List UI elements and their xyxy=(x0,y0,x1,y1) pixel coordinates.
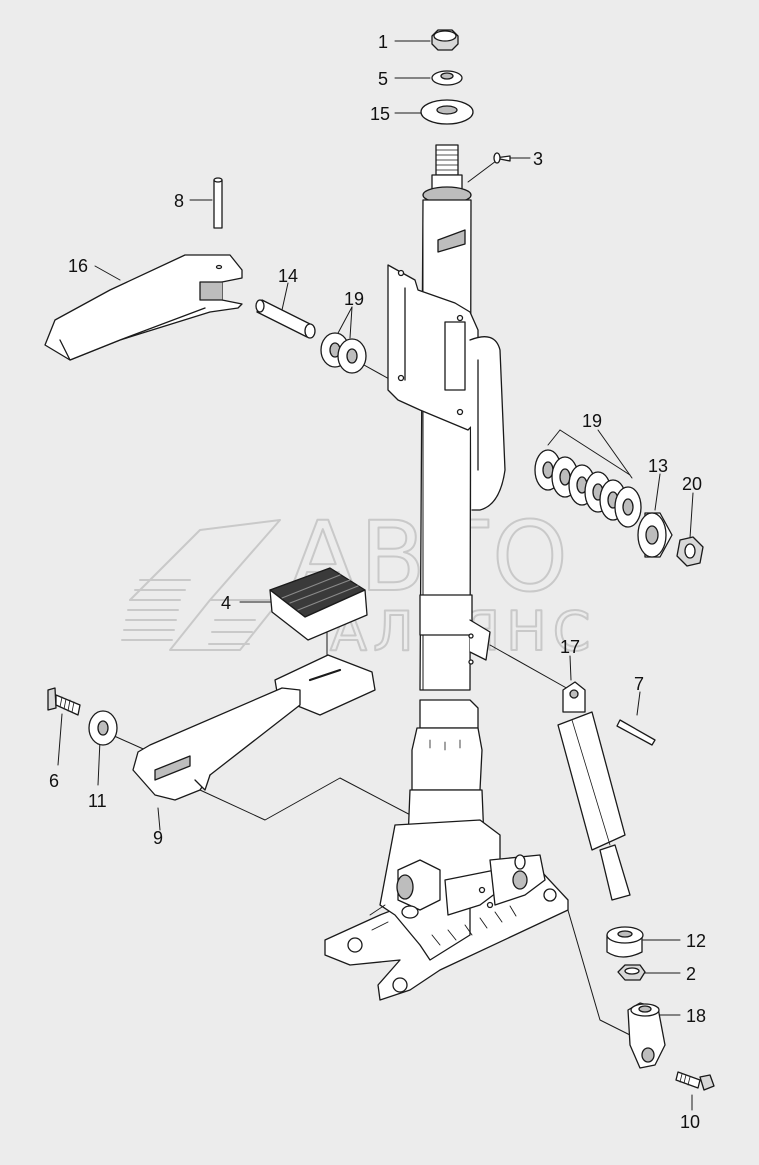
part-12-bushing xyxy=(606,926,644,958)
part-15-washer xyxy=(420,99,474,125)
callout-17: 17 xyxy=(560,637,580,657)
callout-8: 8 xyxy=(174,191,184,211)
callout-18: 18 xyxy=(686,1006,706,1026)
part-16-handle xyxy=(44,254,243,361)
callout-14: 14 xyxy=(278,266,298,286)
leader-lines xyxy=(57,40,694,1111)
part-10-bolt xyxy=(675,1071,715,1091)
callout-19-lower: 19 xyxy=(582,411,602,431)
callout-10: 10 xyxy=(680,1112,700,1132)
callout-labels: 1 5 15 3 8 16 14 19 19 13 20 4 17 7 6 11… xyxy=(49,32,706,1132)
part-20-nut xyxy=(676,536,704,567)
watermark-logo: АВТО АЛЬЯНС xyxy=(121,500,591,664)
part-18-clevis xyxy=(627,1002,666,1069)
part-3-pin xyxy=(493,152,511,164)
part-6-bolt xyxy=(47,687,81,716)
callout-11: 11 xyxy=(88,791,107,811)
part-19-washer-stack xyxy=(534,449,642,528)
part-1-nut xyxy=(431,29,459,51)
callout-15: 15 xyxy=(370,104,390,124)
callout-3: 3 xyxy=(533,149,543,169)
callout-7: 7 xyxy=(634,674,644,694)
callout-2: 2 xyxy=(686,964,696,984)
part-11-washer xyxy=(88,710,118,746)
part-steering-column xyxy=(387,144,506,841)
part-7-pin xyxy=(616,719,656,746)
callout-9: 9 xyxy=(153,828,163,848)
part-14-axle-pin xyxy=(255,299,316,339)
callout-4: 4 xyxy=(221,593,231,613)
callout-5: 5 xyxy=(378,69,388,89)
callout-19-upper: 19 xyxy=(344,289,364,309)
part-13-bushing xyxy=(637,512,673,558)
callout-6: 6 xyxy=(49,771,59,791)
part-19-washers-upper xyxy=(320,332,367,374)
part-8-pin xyxy=(213,177,223,229)
callout-12: 12 xyxy=(686,931,706,951)
callout-16: 16 xyxy=(68,256,88,276)
part-9-pedal-arm xyxy=(132,654,376,801)
part-17-gas-spring xyxy=(557,681,631,901)
part-4-pedal-pad xyxy=(269,567,368,641)
callout-20: 20 xyxy=(682,474,702,494)
part-5-washer xyxy=(431,70,463,86)
part-2-nut xyxy=(617,964,646,981)
part-base-assembly xyxy=(324,819,569,1001)
callout-1: 1 xyxy=(378,32,388,52)
callout-13: 13 xyxy=(648,456,668,476)
